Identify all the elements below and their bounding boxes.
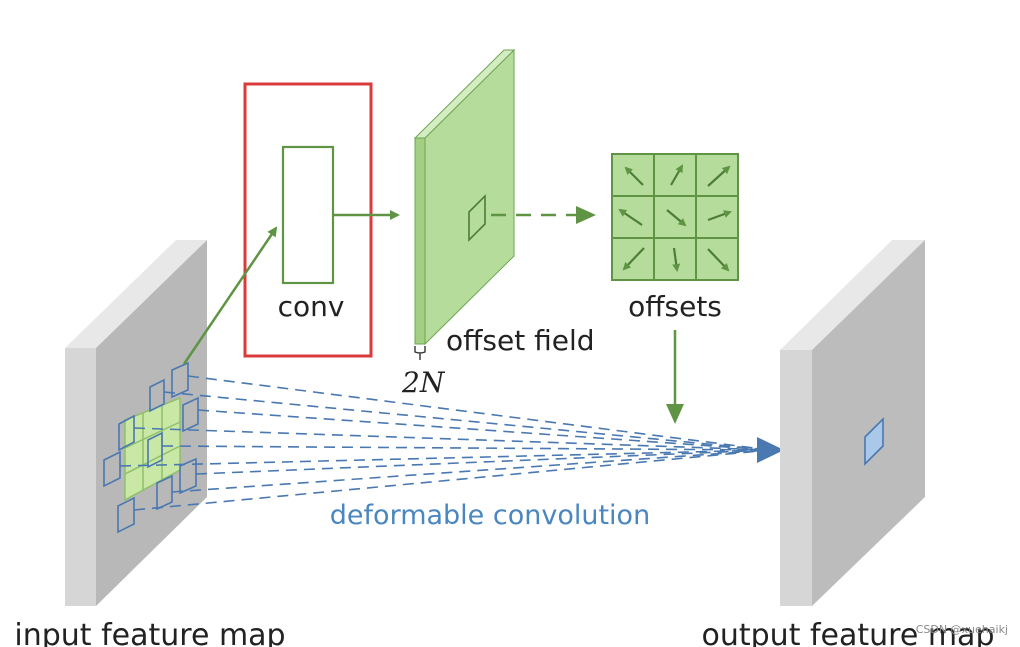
offsets-label: offsets xyxy=(628,290,722,323)
arrow-down-right-icon xyxy=(666,209,687,227)
arrow-down-icon xyxy=(672,247,681,272)
watermark: CSDN @xuehaikj xyxy=(916,623,1008,636)
input-feature-map-label: input feature map xyxy=(14,618,285,647)
output-map-front-face xyxy=(780,350,812,606)
offset-field-cell xyxy=(468,194,486,242)
output-feature-map xyxy=(780,240,925,606)
input-map-front-face xyxy=(65,348,96,606)
input-to-conv-arrow xyxy=(182,226,278,365)
deformable-convolution-arrowhead xyxy=(757,437,784,463)
deformable-convolution-lines xyxy=(119,375,771,511)
conv-label: conv xyxy=(278,290,345,323)
input-map-top-face xyxy=(65,240,207,348)
offset-field xyxy=(413,48,516,346)
output-feature-map-label: output feature map xyxy=(702,618,995,647)
arrow-down-right-icon xyxy=(707,248,730,272)
offset-field-label: offset field xyxy=(446,324,595,357)
arrow-left-icon xyxy=(618,208,643,226)
deformed-sampling-locations xyxy=(103,361,199,534)
input-feature-map xyxy=(65,240,207,606)
channel-count-label: 2N xyxy=(401,366,446,399)
output-sample-cell xyxy=(864,417,884,466)
arrow-up-left-icon xyxy=(624,166,644,186)
offsets-grid xyxy=(611,153,739,281)
deformable-convolution-label: deformable convolution xyxy=(330,500,650,531)
offsets-to-convolution-arrowhead xyxy=(666,404,684,424)
conv-kernel xyxy=(281,145,335,285)
offset-field-front xyxy=(414,137,426,345)
arrow-up-right-icon xyxy=(670,164,684,186)
offset-field-top xyxy=(413,49,516,139)
offset-field-to-offsets-arrowhead xyxy=(576,206,596,224)
channel-brace xyxy=(414,346,426,360)
arrow-down-left-icon xyxy=(622,247,645,271)
output-map-top-face xyxy=(780,240,925,350)
output-map-side-face xyxy=(812,240,925,606)
arrow-right-icon xyxy=(707,210,732,222)
arrow-up-right-icon xyxy=(707,165,731,187)
conv-highlight-box xyxy=(243,82,373,358)
